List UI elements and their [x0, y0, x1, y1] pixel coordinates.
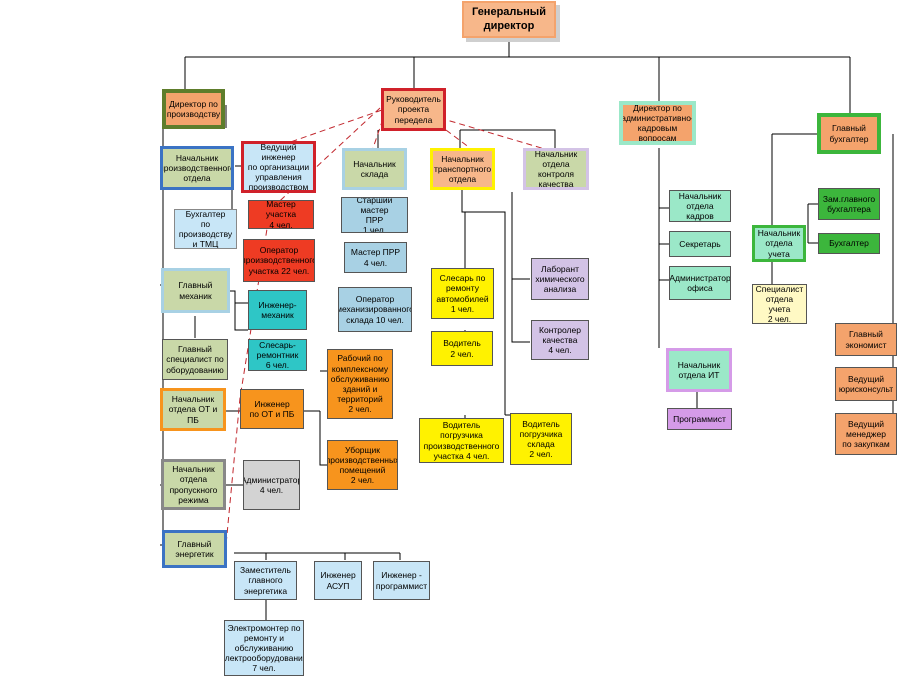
node-accounting-specialist[interactable]: Специалист отдела учета 2 чел. [752, 284, 807, 324]
node-quality-head[interactable]: Начальник отдела контроля качества [523, 148, 589, 190]
node-procurement-manager[interactable]: Ведущий менеджер по закупкам [835, 413, 897, 455]
node-hr-head[interactable]: Начальник отдела кадров [669, 190, 731, 222]
node-production-dept-head[interactable]: Начальник производственного отдела [160, 146, 234, 190]
node-production-director[interactable]: Директор по производству [162, 89, 225, 129]
node-master-ppr[interactable]: Мастер ПРР 4 чел. [344, 242, 407, 273]
node-lead-engineer[interactable]: Ведущий инженер по организации управлени… [241, 141, 316, 193]
dashed-link [429, 117, 471, 149]
node-chief-economist[interactable]: Главный экономист [835, 323, 897, 356]
connector [348, 129, 556, 166]
node-safety-head[interactable]: Начальник отдела ОТ и ПБ [160, 388, 226, 431]
node-quality-controller[interactable]: Контролер качества 4 чел. [531, 320, 589, 360]
node-general-director[interactable]: Генеральный директор [462, 1, 556, 38]
connector [771, 133, 894, 440]
node-deputy-chief-accountant[interactable]: Зам.главного бухгалтера [818, 188, 880, 220]
node-tmc-accountant[interactable]: Бухгалтер по производству и ТМЦ [174, 209, 237, 249]
node-admin-director[interactable]: Директор по административно- кадровым во… [619, 101, 696, 145]
node-mechanical-engineer[interactable]: Инженер- механик [248, 290, 307, 330]
node-safety-engineer[interactable]: Инженер по ОТ и ПБ [240, 389, 304, 429]
node-operator-production[interactable]: Оператор производственного участка 22 че… [243, 239, 315, 282]
node-lead-lawyer[interactable]: Ведущий юрисконсульт [835, 367, 897, 401]
node-accountant[interactable]: Бухгалтер [818, 233, 880, 254]
node-accounting-head[interactable]: Начальник отдела учета [752, 225, 806, 262]
node-programmer[interactable]: Программист [667, 408, 732, 430]
node-secretary[interactable]: Секретарь [669, 231, 731, 257]
node-cleaner[interactable]: Уборщик производственных помещений 2 чел… [327, 440, 398, 490]
node-office-admin[interactable]: Администратор офиса [669, 266, 731, 300]
node-engineer-programmer[interactable]: Инженер - программист [373, 561, 430, 600]
node-asup-engineer[interactable]: Инженер АСУП [314, 561, 362, 600]
connector [658, 148, 698, 408]
node-chief-equipment-specialist[interactable]: Главный специалист по оборудованию [162, 339, 228, 380]
node-lab-assistant[interactable]: Лаборант химического анализа [531, 258, 589, 300]
node-chief-power-engineer[interactable]: Главный энергетик [162, 530, 227, 568]
node-senior-master-ppr[interactable]: Старший мастер ПРР 1 чел. [341, 197, 408, 233]
node-access-head[interactable]: Начальник отдела пропускного режима [161, 459, 226, 510]
dashed-link [439, 117, 556, 153]
connector [511, 192, 530, 343]
node-project-head[interactable]: Руководитель проекта передела [381, 88, 446, 131]
node-maintenance-worker[interactable]: Рабочий по комплексному обслуживанию зда… [327, 349, 393, 419]
dashed-link [281, 109, 383, 146]
node-electrician[interactable]: Электромонтер по ремонту и обслуживанию … [224, 620, 304, 676]
node-forklift-warehouse[interactable]: Водитель погрузчика склада 2 чел. [510, 413, 572, 465]
node-access-admin[interactable]: Администратор 4 чел. [243, 460, 300, 510]
node-forklift-production[interactable]: Водитель погрузчика производственного уч… [419, 418, 504, 463]
node-warehouse-head[interactable]: Начальник склада [342, 148, 407, 190]
node-transport-head[interactable]: Начальник транспортного отдела [430, 148, 495, 190]
node-chief-accountant[interactable]: Главный бухгалтер [817, 113, 881, 154]
node-fitter-repairman[interactable]: Слесарь- ремонтник 6 чел. [248, 339, 307, 371]
node-chief-mechanic[interactable]: Главный механик [161, 268, 230, 313]
node-car-mechanic[interactable]: Слесарь по ремонту автомобилей 1 чел. [431, 268, 494, 319]
node-driver[interactable]: Водитель 2 чел. [431, 331, 493, 366]
node-deputy-power-engineer[interactable]: Заместитель главного энергетика [234, 561, 297, 600]
node-operator-warehouse[interactable]: Оператор механизированного склада 10 чел… [338, 287, 412, 332]
node-it-head[interactable]: Начальник отдела ИТ [666, 348, 732, 392]
connector [184, 38, 851, 114]
node-site-master[interactable]: Мастер участка 4 чел. [248, 200, 314, 229]
